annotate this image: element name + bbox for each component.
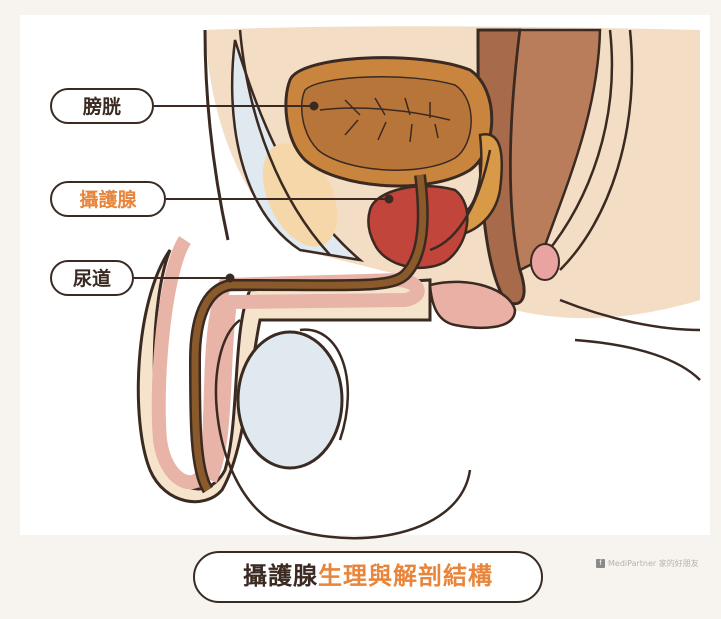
urethra-leader-dot — [227, 275, 234, 282]
testis — [238, 332, 342, 468]
title-part-anatomy: 生理與解剖結構 — [318, 562, 493, 590]
facebook-icon: f — [596, 559, 605, 568]
anus — [531, 244, 559, 280]
urethra-label: 尿道 — [50, 260, 134, 296]
prostate-leader-dot — [386, 196, 393, 203]
prostate-label: 攝護腺 — [50, 181, 166, 217]
title-part-prostate: 攝護腺 — [243, 562, 318, 590]
credit-text: MediPartner 家的好朋友 — [608, 559, 699, 568]
diagram-title: 攝護腺生理與解剖結構 — [193, 551, 543, 603]
bladder-label: 膀胱 — [50, 88, 154, 124]
bladder-leader-dot — [311, 103, 318, 110]
bladder-inner — [302, 77, 471, 170]
